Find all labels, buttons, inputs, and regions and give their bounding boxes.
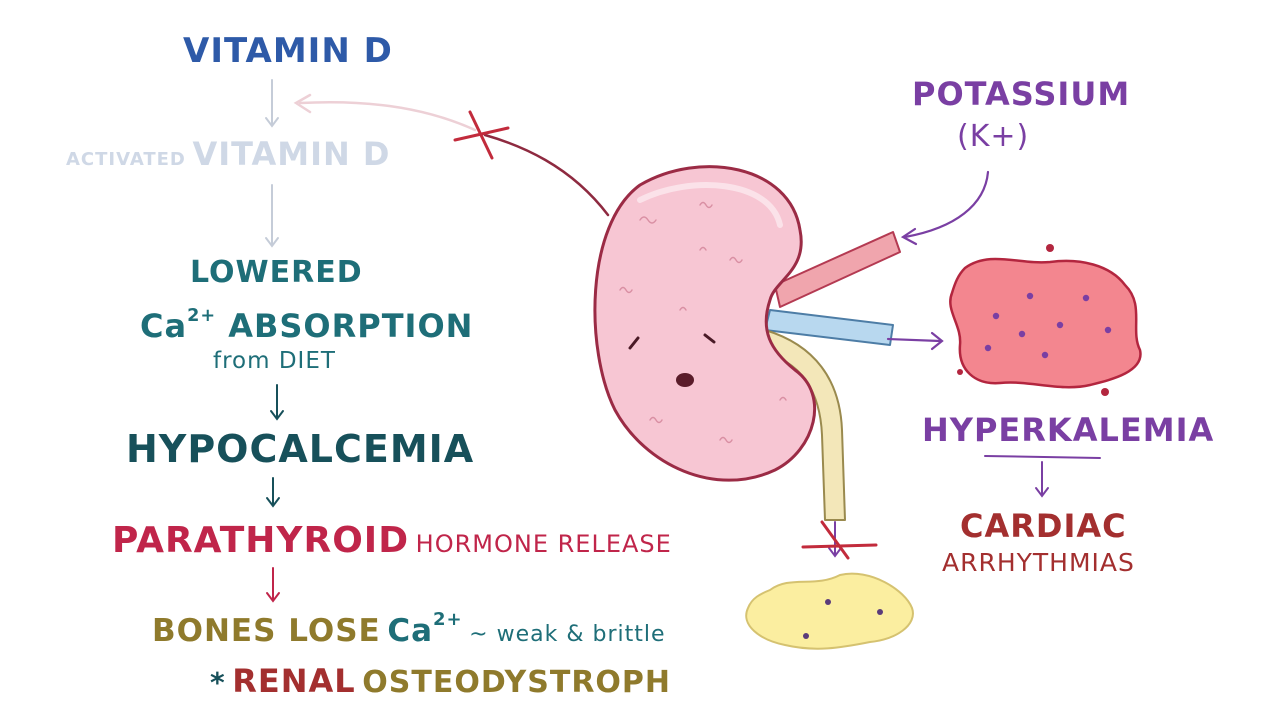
renal-osteodystrophy-label: * RENAL OSTEODYSTROPH: [210, 665, 671, 698]
arrhythmias-label: ARRHYTHMIAS: [942, 548, 1135, 577]
bones-lose-word: BONES LOSE: [152, 613, 381, 650]
lowered-label: LOWERED: [190, 255, 363, 290]
parathyroid-word: PARATHYROID: [112, 520, 410, 561]
ca-charge: 2+: [187, 306, 217, 326]
bones-ca-charge: 2+: [432, 609, 463, 630]
ca-absorption-label: Ca2+ ABSORPTION: [140, 306, 474, 345]
kidney-face: [628, 333, 716, 350]
absorption-word: ABSORPTION: [228, 306, 474, 345]
hypocalcemia-label: HYPOCALCEMIA: [126, 427, 475, 471]
from-diet-label: from DIET: [213, 348, 336, 374]
bones-ca-symbol: Ca: [387, 613, 433, 650]
vitamin-d-label: VITAMIN D: [183, 31, 393, 71]
arrow-icon: [265, 79, 284, 603]
hyperkalemia-label: HYPERKALEMIA: [922, 411, 1215, 449]
cardiac-label: CARDIAC: [960, 507, 1127, 545]
x-mark-icon: [801, 520, 878, 560]
activated-big-label: VITAMIN D: [192, 135, 391, 173]
k-plus-label: (K+): [957, 119, 1030, 154]
parathyroid-hormone-label: PARATHYROID HORMONE RELEASE: [112, 523, 672, 559]
urine-blob-icon: [745, 572, 914, 650]
bones-lose-label: BONES LOSE Ca2+ ~ weak & brittle: [152, 609, 666, 650]
activated-vitamin-d-label: ACTIVATED VITAMIN D: [66, 138, 390, 170]
ca-symbol: Ca: [140, 306, 188, 345]
osteodystroph-word: OSTEODYSTROPH: [362, 665, 672, 700]
potassium-label: POTASSIUM: [912, 75, 1131, 113]
blood-blob-icon: [949, 244, 1142, 396]
blocked-activation-arrow: [293, 93, 610, 217]
kidney-icon: [593, 165, 817, 482]
x-mark-icon: [453, 110, 510, 160]
hormone-release-word: HORMONE RELEASE: [415, 530, 672, 558]
arrow-icon: [886, 331, 944, 351]
arrow-icon: [900, 170, 990, 246]
renal-word: RENAL: [232, 662, 356, 700]
weak-brittle-word: ~ weak & brittle: [469, 622, 666, 648]
activated-small-label: ACTIVATED: [66, 149, 186, 170]
asterisk: *: [210, 666, 226, 699]
arrow-icon: [984, 455, 1101, 498]
